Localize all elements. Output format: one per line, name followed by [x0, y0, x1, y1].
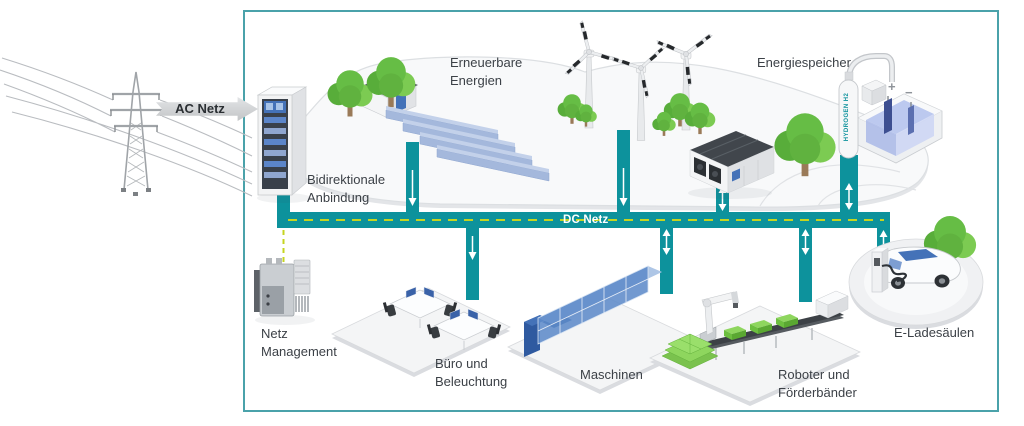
plc-controller-icon — [254, 258, 315, 325]
hydrogen-tank-label: HYDROGEN H2 — [844, 92, 850, 142]
dc-netz-label: DC Netz — [563, 214, 609, 226]
bidirectional-converter-icon — [256, 86, 311, 203]
energy-storage-label: Energiespeicher — [757, 55, 851, 70]
ev-charging-label: E-Ladesäulen — [894, 325, 975, 340]
transmission-tower-icon — [0, 57, 253, 197]
robots-label: Roboter und Förderbänder — [778, 367, 857, 400]
renewables-label: Erneuerbare Energien — [450, 55, 523, 88]
machine-icon — [507, 265, 703, 394]
hydrogen-tank-icon — [838, 71, 859, 159]
diagram-frame — [243, 10, 999, 412]
solar-array-icon — [385, 106, 550, 182]
bidirectional-link-label: Bidirektionale Anbindung — [307, 172, 386, 205]
office-label: Büro und Beleuchtung — [435, 356, 508, 389]
office-desks-icon — [331, 286, 511, 377]
electrode-minus-sign: − — [905, 85, 913, 100]
tray-stack — [661, 333, 719, 370]
battery-container-icon — [688, 131, 775, 199]
conveyor-boxes — [724, 314, 798, 340]
machines-label: Maschinen — [580, 367, 643, 382]
electrode-plus-sign: + — [888, 79, 896, 94]
electric-car-icon — [875, 246, 961, 289]
dc-bus-network — [277, 130, 890, 302]
electrolyzer-icon — [846, 53, 943, 164]
grid-management-label: Netz Management — [261, 326, 337, 359]
robot-conveyor-icon — [649, 290, 861, 406]
ac-netz-label: AC Netz — [175, 101, 225, 116]
charging-pillar-icon — [871, 247, 907, 293]
